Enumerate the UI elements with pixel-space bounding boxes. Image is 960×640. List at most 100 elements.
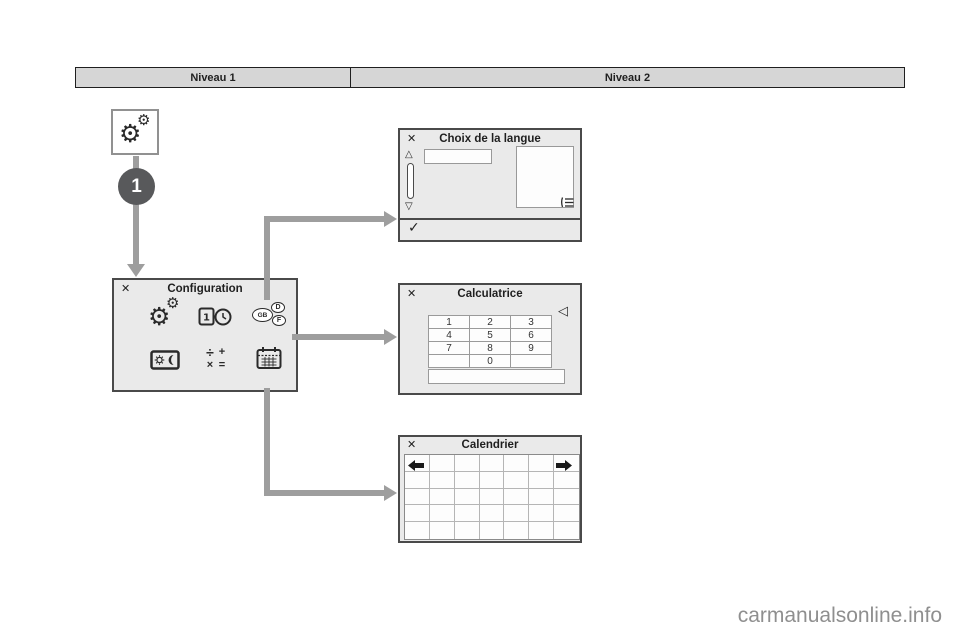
scrollbar — [407, 163, 414, 199]
calendar-cell — [529, 505, 555, 523]
watermark: carmanualsonline.info — [737, 604, 942, 627]
calc-key — [429, 355, 470, 368]
header-niveau-2-label: Niveau 2 — [604, 71, 651, 84]
calculator-display — [428, 369, 565, 384]
gear-large-icon: ⚙ — [119, 119, 142, 148]
calendar-panel-title: Calendrier — [461, 439, 519, 451]
calc-key — [511, 355, 552, 368]
header-niveau-1-label: Niveau 1 — [190, 71, 236, 84]
calendar-panel: ✕ Calendrier — [398, 435, 582, 543]
scroll-up-icon: △ — [405, 149, 413, 160]
calendar-cell — [479, 505, 505, 523]
calendar-cell — [429, 505, 455, 523]
calendar-cell — [504, 505, 530, 523]
configuration-title: Configuration — [167, 283, 243, 295]
calendar-cell — [429, 455, 455, 472]
calc-key: 2 — [470, 316, 511, 329]
multiply-glyph: × — [206, 359, 214, 371]
settings-menu-icon-box: ⚙ ⚙ — [111, 109, 159, 155]
equals-glyph: = — [218, 359, 226, 371]
close-icon: ✕ — [121, 282, 131, 295]
calendar-cell — [429, 471, 455, 489]
calendar-icon — [256, 346, 282, 375]
level-header: Niveau 1 Niveau 2 — [75, 67, 905, 88]
gear-small-icon: ⚙ — [137, 111, 151, 129]
calendar-cell — [405, 488, 430, 506]
calendar-cell — [504, 522, 530, 539]
calculator-icon: ÷+×= — [204, 345, 228, 372]
calendar-cell — [529, 522, 555, 539]
calc-key: 1 — [429, 316, 470, 329]
calculator-panel: ✕ Calculatrice ◁ 1 2 3 4 5 6 7 8 9 0 — [398, 283, 582, 395]
system-settings-icon: ⚙ ⚙ — [147, 294, 183, 332]
close-icon: ✕ — [407, 438, 417, 451]
calendar-cell — [430, 522, 455, 539]
arrow-calendar-horizontal-shaft — [264, 490, 384, 496]
calc-key: 0 — [470, 355, 511, 368]
plus-glyph: + — [218, 346, 226, 358]
date-time-icon: 1 — [198, 304, 232, 335]
calc-key: 7 — [429, 342, 470, 355]
gear-large-icon: ⚙ — [148, 302, 171, 331]
close-icon: ✕ — [407, 287, 417, 300]
configuration-panel: ✕ Configuration ⚙ ⚙ 1 GB D F — [112, 278, 298, 392]
header-niveau-1: Niveau 1 — [76, 68, 351, 87]
backspace-icon: ◁ — [558, 304, 568, 319]
calc-key: 6 — [511, 329, 552, 342]
display-brightness-icon — [150, 350, 180, 377]
language-panel: ✕ Choix de la langue △ ▽ ✓ — [398, 128, 582, 242]
calendar-cell — [454, 505, 480, 523]
arrow-calendar-head — [384, 485, 397, 501]
arrow-calendar-vertical-shaft — [264, 388, 270, 496]
confirm-check-icon: ✓ — [408, 220, 420, 236]
calendar-cell — [405, 455, 430, 472]
calc-key: 8 — [470, 342, 511, 355]
language-badge-f: F — [272, 315, 286, 326]
language-panel-title: Choix de la langue — [439, 133, 541, 145]
language-badge-gb: GB — [252, 308, 273, 322]
calendar-cell — [454, 488, 480, 506]
arrow-calculator-head — [384, 329, 397, 345]
calendar-cell — [454, 455, 480, 472]
calendar-cell — [554, 489, 579, 506]
calendar-cell — [504, 471, 530, 489]
step-1-badge: 1 — [118, 168, 155, 205]
gears-icon: ⚙ ⚙ — [118, 111, 154, 149]
arrow-language-vertical-shaft — [264, 216, 270, 300]
previous-month-arrow-icon — [408, 458, 424, 476]
calendar-cell — [554, 505, 579, 523]
language-badge-d: D — [271, 302, 285, 313]
calendar-cell — [480, 522, 505, 539]
calendar-cell — [479, 455, 505, 472]
panel-separator — [400, 218, 580, 220]
calendar-cell — [454, 471, 480, 489]
calendar-grid — [404, 454, 580, 540]
language-list-box — [516, 146, 574, 208]
gear-small-icon: ⚙ — [166, 294, 180, 312]
calc-key: 5 — [470, 329, 511, 342]
calculator-keypad: 1 2 3 4 5 6 7 8 9 0 — [428, 315, 552, 368]
svg-text:1: 1 — [203, 313, 210, 324]
next-month-arrow-icon — [556, 458, 572, 476]
calendar-cell — [429, 488, 455, 506]
close-icon: ✕ — [407, 132, 417, 145]
calendar-cell — [554, 472, 579, 489]
calendar-cell — [405, 505, 430, 523]
calendar-cell — [554, 455, 579, 472]
calendar-cell — [479, 471, 505, 489]
calc-key: 9 — [511, 342, 552, 355]
header-niveau-2: Niveau 2 — [351, 68, 904, 87]
calculator-panel-title: Calculatrice — [457, 288, 523, 300]
calc-key: 4 — [429, 329, 470, 342]
calendar-cell — [529, 488, 555, 506]
arrow-language-horizontal-shaft — [264, 216, 384, 222]
calendar-cell — [504, 488, 530, 506]
calendar-cell — [479, 488, 505, 506]
calendar-cell — [405, 522, 430, 539]
calendar-cell — [455, 522, 480, 539]
arrow-calculator-shaft — [292, 334, 384, 340]
calc-key: 3 — [511, 316, 552, 329]
arrow-down-head — [127, 264, 145, 277]
language-choice-icon: GB D F — [252, 302, 288, 328]
